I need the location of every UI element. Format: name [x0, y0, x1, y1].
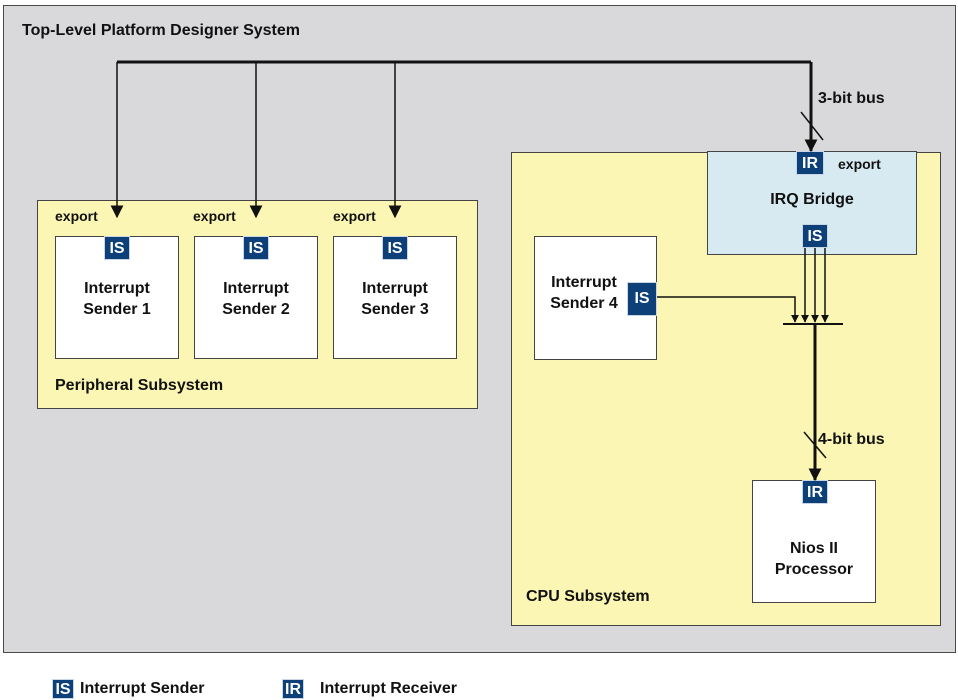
four-bit-bus-slash [803, 431, 827, 459]
export-label-2: export [193, 208, 236, 224]
processor-line1: Nios II [789, 540, 838, 557]
sender-1-line2: Sender 1 [83, 301, 151, 318]
sender-3-line1: Interrupt [362, 280, 428, 297]
sender-2-line1: Interrupt [223, 280, 289, 297]
export-label-3: export [333, 208, 376, 224]
sender-3-line2: Sender 3 [361, 301, 429, 318]
peripheral-subsystem-label: Peripheral Subsystem [55, 377, 224, 394]
three-bit-bus-label: 3-bit bus [818, 90, 885, 107]
processor-line2: Processor [774, 561, 854, 578]
sender-2-line2: Sender 2 [222, 301, 290, 318]
sender-4-name: Interrupt Sender 4 [534, 272, 634, 314]
sender-1-line1: Interrupt [84, 280, 150, 297]
sender-4-wire [657, 296, 799, 323]
interrupt-sender-badge-bridge: IS [802, 224, 828, 248]
export-label-1: export [55, 208, 98, 224]
sender-2-name: Interrupt Sender 2 [194, 278, 318, 320]
interrupt-sender-badge-2: IS [243, 236, 269, 260]
sender-1-name: Interrupt Sender 1 [55, 278, 179, 320]
sender-4-line2: Sender 4 [550, 295, 618, 312]
sender-4-line1: Interrupt [551, 274, 617, 291]
legend-sender-label: Interrupt Sender [80, 680, 205, 697]
three-bit-bus-slash [800, 111, 824, 141]
sender-3-name: Interrupt Sender 3 [333, 278, 457, 320]
interrupt-sender-badge-4: IS [627, 282, 657, 316]
legend-receiver-label: Interrupt Receiver [320, 680, 457, 697]
irq-bridge-title: IRQ Bridge [770, 191, 854, 208]
legend-receiver-badge: IR [282, 679, 304, 699]
cpu-subsystem-label: CPU Subsystem [526, 588, 650, 605]
four-bit-bus-label: 4-bit bus [818, 431, 885, 448]
legend-sender-badge: IS [52, 679, 74, 699]
interrupt-receiver-badge-bridge: IR [796, 151, 824, 175]
processor-name: Nios II Processor [752, 538, 876, 580]
system-title: Top-Level Platform Designer System [22, 22, 300, 39]
interrupt-sender-badge-1: IS [104, 236, 130, 260]
interrupt-receiver-badge-processor: IR [802, 480, 828, 504]
bridge-export-label: export [838, 156, 881, 172]
interrupt-sender-badge-3: IS [382, 236, 408, 260]
